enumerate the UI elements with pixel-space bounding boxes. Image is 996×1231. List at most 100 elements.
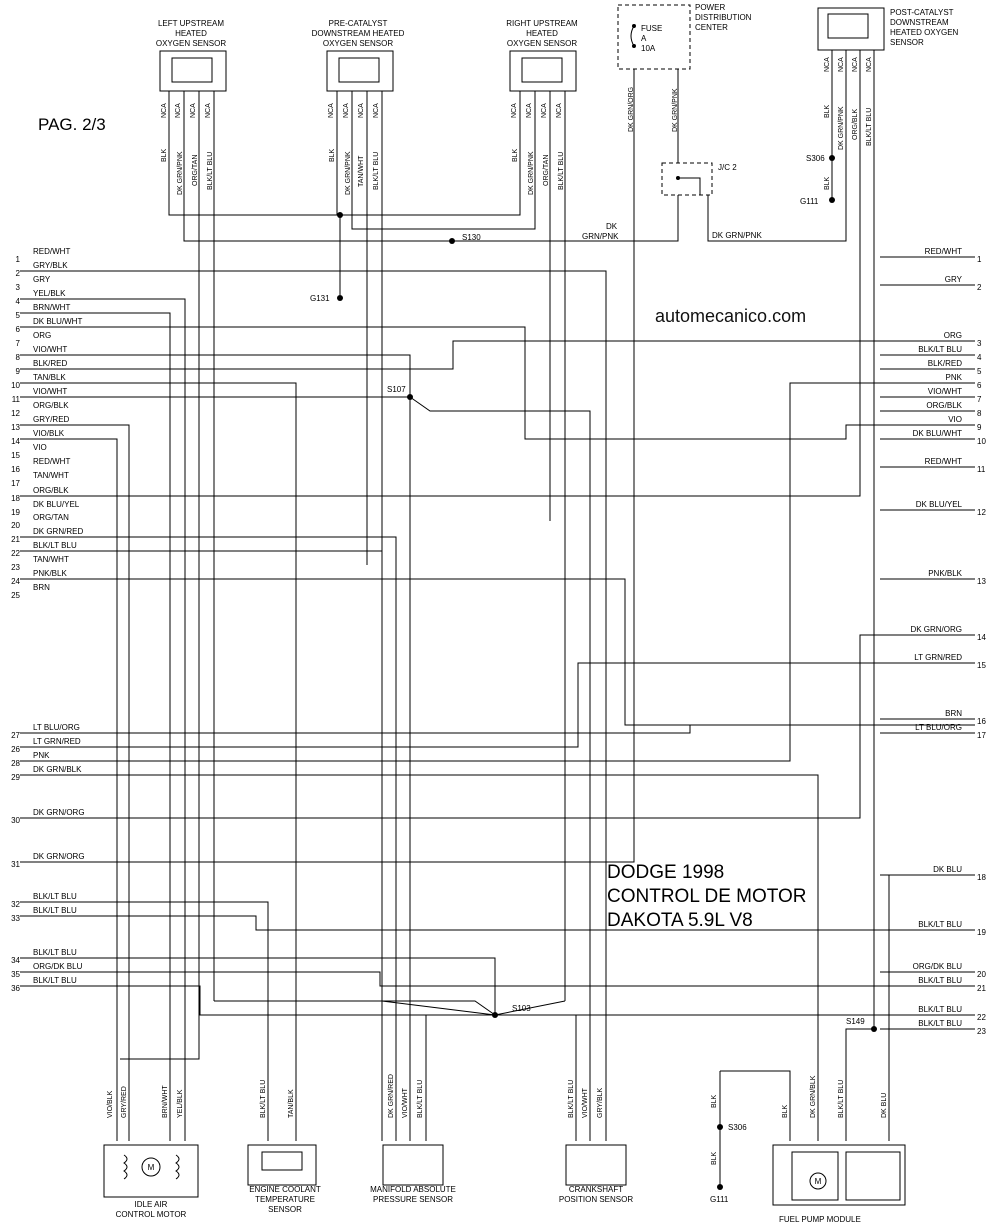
left-pin-number: 25 <box>11 591 20 600</box>
wire-label: BLK/LT BLU <box>373 152 380 190</box>
post-catalyst-title-2: DOWNSTREAM <box>890 18 949 27</box>
ground-icon <box>829 197 835 203</box>
post-catalyst-title-3: HEATED OXYGEN <box>890 28 959 37</box>
wire-label: DK BLU <box>881 1093 888 1118</box>
right-pin-number: 6 <box>977 381 982 390</box>
left-pin-number: 29 <box>11 773 20 782</box>
title-line-2: CONTROL DE MOTOR <box>607 886 807 907</box>
fuse-id: A <box>641 34 647 43</box>
watermark: automecanico.com <box>655 306 806 326</box>
left-wire-label: RED/WHT <box>33 247 70 256</box>
right-wire-label: BLK/LT BLU <box>918 920 962 929</box>
right-wire-label: VIO/WHT <box>928 387 962 396</box>
left-wire-label: ORG/TAN <box>33 513 69 522</box>
wire-dk-grn-pnk <box>351 91 452 230</box>
pdc-outline <box>617 4 691 70</box>
wire-label: NCA <box>205 103 212 118</box>
left-pin-number: 19 <box>11 508 20 517</box>
title-line-1: DODGE 1998 <box>607 862 724 883</box>
right-wire-label: RED/WHT <box>925 457 962 466</box>
jc2-jumper <box>678 177 701 195</box>
wire-lt-blu-org <box>20 725 691 734</box>
left-pin-number: 8 <box>16 353 21 362</box>
left-upstream-title-1: LEFT UPSTREAM <box>158 19 224 28</box>
left-wire-label: VIO/WHT <box>33 387 67 396</box>
splice-dot <box>337 212 343 218</box>
fuse-rating: 10A <box>641 44 656 53</box>
left-pin-number: 7 <box>16 339 21 348</box>
wire-dk-grn-pnk <box>183 91 452 242</box>
left-pin-number: 12 <box>11 409 20 418</box>
wire-label: NCA <box>161 103 168 118</box>
left-wire-label: GRY/RED <box>33 415 70 424</box>
wire-label: VIO/WHT <box>402 1087 409 1118</box>
left-upstream-title-3: OXYGEN SENSOR <box>156 39 226 48</box>
wire-dk-grn-blk <box>20 774 819 1141</box>
power-distribution-center: POWER DISTRIBUTION CENTER FUSE A 10A <box>617 3 752 70</box>
pdc-title-3: CENTER <box>695 23 728 32</box>
wire-label: BLK <box>512 148 519 162</box>
left-pin-number: 21 <box>11 535 20 544</box>
motor-label: M <box>148 1163 155 1172</box>
left-pin-number: 26 <box>11 745 20 754</box>
jc2-label: J/C 2 <box>718 163 737 172</box>
level-sender-section <box>845 1151 901 1201</box>
crankshaft-position-sensor: CRANKSHAFT POSITION SENSOR <box>559 1144 633 1204</box>
wire-brn <box>20 578 975 726</box>
left-pin-number: 22 <box>11 549 20 558</box>
right-wire-label: LT GRN/RED <box>914 653 962 662</box>
title-line-3: DAKOTA 5.9L V8 <box>607 910 753 931</box>
left-pin-number: 17 <box>11 479 20 488</box>
map-title-2: PRESSURE SENSOR <box>373 1195 453 1204</box>
wire-label: YEL/BLK <box>177 1089 184 1118</box>
left-wire-label: BRN <box>33 583 50 592</box>
ground-icon <box>337 295 343 301</box>
bottom-wire-labels: VIO/BLK GRY/RED BRN/WHT YEL/BLK BLK/LT B… <box>107 1074 888 1165</box>
right-pin-number: 4 <box>977 353 982 362</box>
left-wire-label: VIO <box>33 443 47 452</box>
right-wire-label: LT BLU/ORG <box>915 723 962 732</box>
wire-pnk <box>20 382 975 762</box>
wire-yel-blk <box>20 298 186 1141</box>
right-pin-number: 15 <box>977 661 986 670</box>
left-upstream-title-2: HEATED <box>175 29 207 38</box>
wire-label: GRY/BLK <box>597 1087 604 1118</box>
left-wire-label: YEL/BLK <box>33 289 66 298</box>
right-upstream-title-1: RIGHT UPSTREAM <box>506 19 578 28</box>
wire-label: BLK/LT BLU <box>568 1080 575 1118</box>
wire-label: BLK <box>824 176 831 190</box>
right-pin-number: 13 <box>977 577 986 586</box>
wire-label: NCA <box>511 103 518 118</box>
left-wire-label: RED/WHT <box>33 457 70 466</box>
left-wire-label: BRN/WHT <box>33 303 70 312</box>
wire-label: GRN/PNK <box>582 232 619 241</box>
wire-lt-grn-red <box>20 662 975 748</box>
wire-label: BLK/LT BLU <box>838 1080 845 1118</box>
right-pin-number: 19 <box>977 928 986 937</box>
left-wire-label: BLK/LT BLU <box>33 906 77 915</box>
left-wire-label: TAN/BLK <box>33 373 66 382</box>
wire-blk-lt-blu <box>214 1000 496 1016</box>
wire-label: DK GRN/PNK <box>672 88 679 132</box>
right-wire-label: BLK/RED <box>928 359 962 368</box>
fuse-label: FUSE <box>641 24 662 33</box>
jc2-node <box>676 176 680 180</box>
right-wire-label: BLK/LT BLU <box>918 345 962 354</box>
wire-blk <box>720 1070 791 1141</box>
right-wire-label: DK BLU/YEL <box>916 500 963 509</box>
ckp-title-2: POSITION SENSOR <box>559 1195 633 1204</box>
wire-label: BLK <box>711 1151 718 1165</box>
splice-label: S306 <box>728 1123 747 1132</box>
splice-label: S149 <box>846 1017 865 1026</box>
heater-element-icon <box>521 57 563 83</box>
wire-label: DK GRN/PNK <box>345 151 352 195</box>
right-wire-label: DK BLU <box>933 865 962 874</box>
wire-tan-blk <box>20 382 297 1141</box>
wire-dk-blu-wht <box>20 326 975 440</box>
right-pin-number: 17 <box>977 731 986 740</box>
wire-blk-lt-blu <box>845 1028 874 1141</box>
wire-dk-grn-pnk <box>707 50 847 242</box>
left-pin-number: 36 <box>11 984 20 993</box>
right-pin-number: 23 <box>977 1027 986 1036</box>
